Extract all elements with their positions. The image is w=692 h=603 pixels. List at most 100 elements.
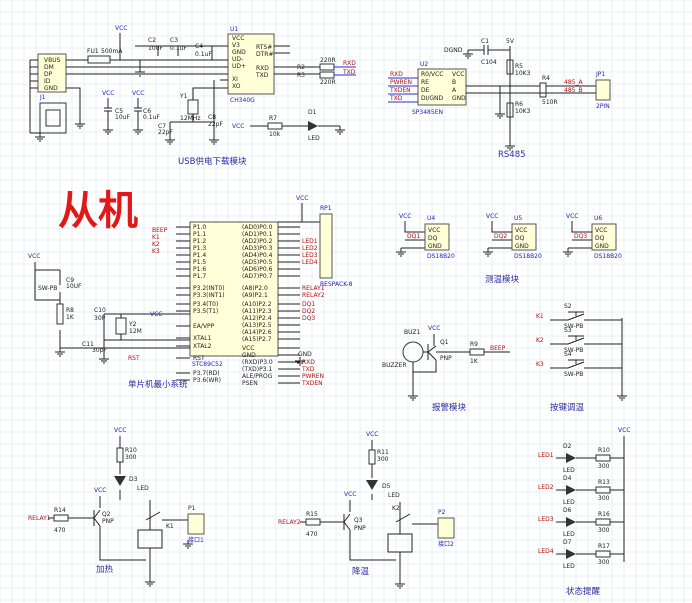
mcu-pin-right: (A12)P2.4	[242, 315, 272, 322]
q2-ref: Q2	[102, 511, 111, 518]
cool-module: VCC R11 300 D5 LED VCC Q3 PNP RELAY2 R15…	[278, 431, 455, 580]
led-d5-icon	[366, 480, 378, 490]
u2-pin-right: VCC	[452, 71, 464, 78]
big-title: 从机	[58, 188, 138, 234]
status-vcc: VCC	[618, 427, 630, 434]
usb-port-icon	[45, 109, 61, 127]
mcu-pin-right: (AD2)P0.2	[242, 238, 273, 245]
buzzer-label: BUZZER	[382, 362, 407, 369]
status-net: LED3	[538, 516, 554, 523]
mcu-net-label: LED1	[302, 238, 318, 245]
u2-pin-left: DE	[421, 87, 430, 94]
mcu-pin-right: (AD4)P0.4	[242, 252, 273, 259]
d5-label: LED	[388, 492, 400, 499]
ground-symbol-icon	[99, 355, 109, 364]
r15-ref: R15	[306, 511, 318, 518]
mcu-pin-right: GND	[242, 352, 256, 359]
temp-vcc: VCC	[399, 213, 411, 220]
u1-pin-left: V3	[232, 42, 240, 49]
u1-pin-left: UD-	[232, 56, 243, 63]
mcu-module: STC89C52 P1.0P1.1P1.2P1.3P1.4P1.5P1.6P1.…	[28, 195, 353, 390]
resistor-r9-icon	[469, 348, 485, 356]
fu1-value: 500mA	[101, 48, 123, 55]
y2-value: 12M	[129, 328, 142, 335]
r6-value: 10K3	[515, 108, 531, 115]
mcu-pin-left: P1.1	[193, 231, 206, 238]
ground-symbol-icon	[463, 50, 473, 59]
status-led-ref: D4	[563, 475, 572, 482]
r11-ref: R11	[377, 449, 389, 456]
mcu-pin-right: (A8)P2.0	[242, 285, 268, 292]
mcu-pin-right: (A14)P2.6	[242, 329, 272, 336]
temp-name: DS18B20	[594, 253, 622, 260]
mcu-net-label: PWREN	[302, 373, 324, 380]
c10-value: 30P	[94, 315, 106, 322]
usb-module: VBUS DM DP ID GND J1 FU1 500mA VCC C2 10…	[29, 25, 356, 167]
u2-pin-right: A	[452, 87, 457, 94]
d1-label: LED	[308, 135, 320, 142]
c3-value: 0.1uF	[170, 45, 187, 52]
resistor-r7-icon	[267, 122, 283, 130]
j1-pin-gnd: GND	[44, 85, 58, 92]
net-rxd-usb: RXD	[343, 60, 356, 67]
c9-value: 10UF	[66, 283, 82, 290]
mcu-pin-right: VCC	[242, 345, 254, 352]
u2-pin-left: RE	[421, 79, 429, 86]
ground-symbol-icon	[133, 126, 143, 135]
mcu-pin-left: P1.0	[193, 224, 206, 231]
c1-value: C104	[481, 59, 497, 66]
status-led-label: LED	[563, 531, 575, 538]
mcu-net-label: RXD	[302, 359, 315, 366]
relay-k1-ref: K1	[166, 523, 174, 530]
status-led-icon	[566, 485, 576, 495]
rp1-value: RESPACK-8	[320, 281, 353, 288]
fuse-fu1-icon	[87, 55, 111, 64]
section-cool: 降温	[352, 566, 370, 577]
temp-pin: VCC	[595, 227, 607, 234]
q3-ref: Q3	[354, 517, 363, 524]
mcu-pin-right: (AD7)P0.7	[242, 273, 273, 280]
mcu-pin-left: P1.7	[193, 273, 206, 280]
rs485-module: DGND C1 C104 5V U2 SP3485EN R0/VCCREDEDI…	[388, 38, 611, 160]
ground-symbol-icon	[103, 126, 113, 135]
key-switch-type: SW-PB	[564, 347, 583, 354]
key-net: K1	[536, 313, 544, 320]
mcu-pin-right: (A15)P2.7	[242, 336, 272, 343]
chip-stc89c52	[189, 221, 279, 357]
buzzer-ref: BUZ1	[404, 329, 421, 336]
u1-pin-right: RXD	[256, 65, 269, 72]
resistor-r10-heat-icon	[116, 447, 124, 463]
net-beep: BEEP	[490, 345, 506, 352]
section-keys: 按键调温	[550, 402, 585, 413]
crystal-y2-icon	[115, 317, 127, 335]
key-net: K3	[536, 361, 544, 368]
status-led-label: LED	[563, 499, 575, 506]
mcu-pin-right: (A9)P2.1	[242, 292, 268, 299]
usb-vcc-c6: VCC	[132, 90, 144, 97]
j1-pin-dm: DM	[44, 64, 54, 71]
section-usb: USB供电下载模块	[178, 156, 247, 167]
mcu-pin-left: P3.2(INT0)	[193, 285, 225, 292]
usb-vcc-top: VCC	[115, 25, 127, 32]
section-mcu: 单片机最小系统	[128, 379, 188, 390]
mcu-pin-left: P1.2	[193, 238, 206, 245]
cool-vcc: VCC	[366, 431, 378, 438]
mcu-pin-right: (AD3)P0.3	[242, 245, 273, 252]
rs485-net-label: RXD	[390, 71, 403, 78]
key-net: K2	[536, 337, 544, 344]
c7-value: 22pF	[158, 129, 173, 136]
status-net: LED1	[538, 452, 554, 459]
r14-ref: R14	[54, 507, 66, 514]
ground-symbol-icon	[295, 357, 305, 366]
ground-symbol-icon	[483, 248, 493, 257]
mcu-pin-right: (AD6)P0.6	[242, 266, 273, 273]
ground-symbol-icon	[165, 136, 175, 145]
ground-symbol-icon	[396, 248, 406, 257]
net-relay1: RELAY1	[28, 515, 51, 522]
c6-ref: C6	[143, 108, 151, 115]
temp-pin: DQ	[428, 235, 438, 242]
resistor-r5-icon	[506, 59, 514, 75]
alarm-module: BUZ1 BUZZER VCC Q1 PNP R9 1K BEEP 报警模块	[382, 325, 510, 413]
rs485-net-label: PWREN	[390, 79, 412, 86]
